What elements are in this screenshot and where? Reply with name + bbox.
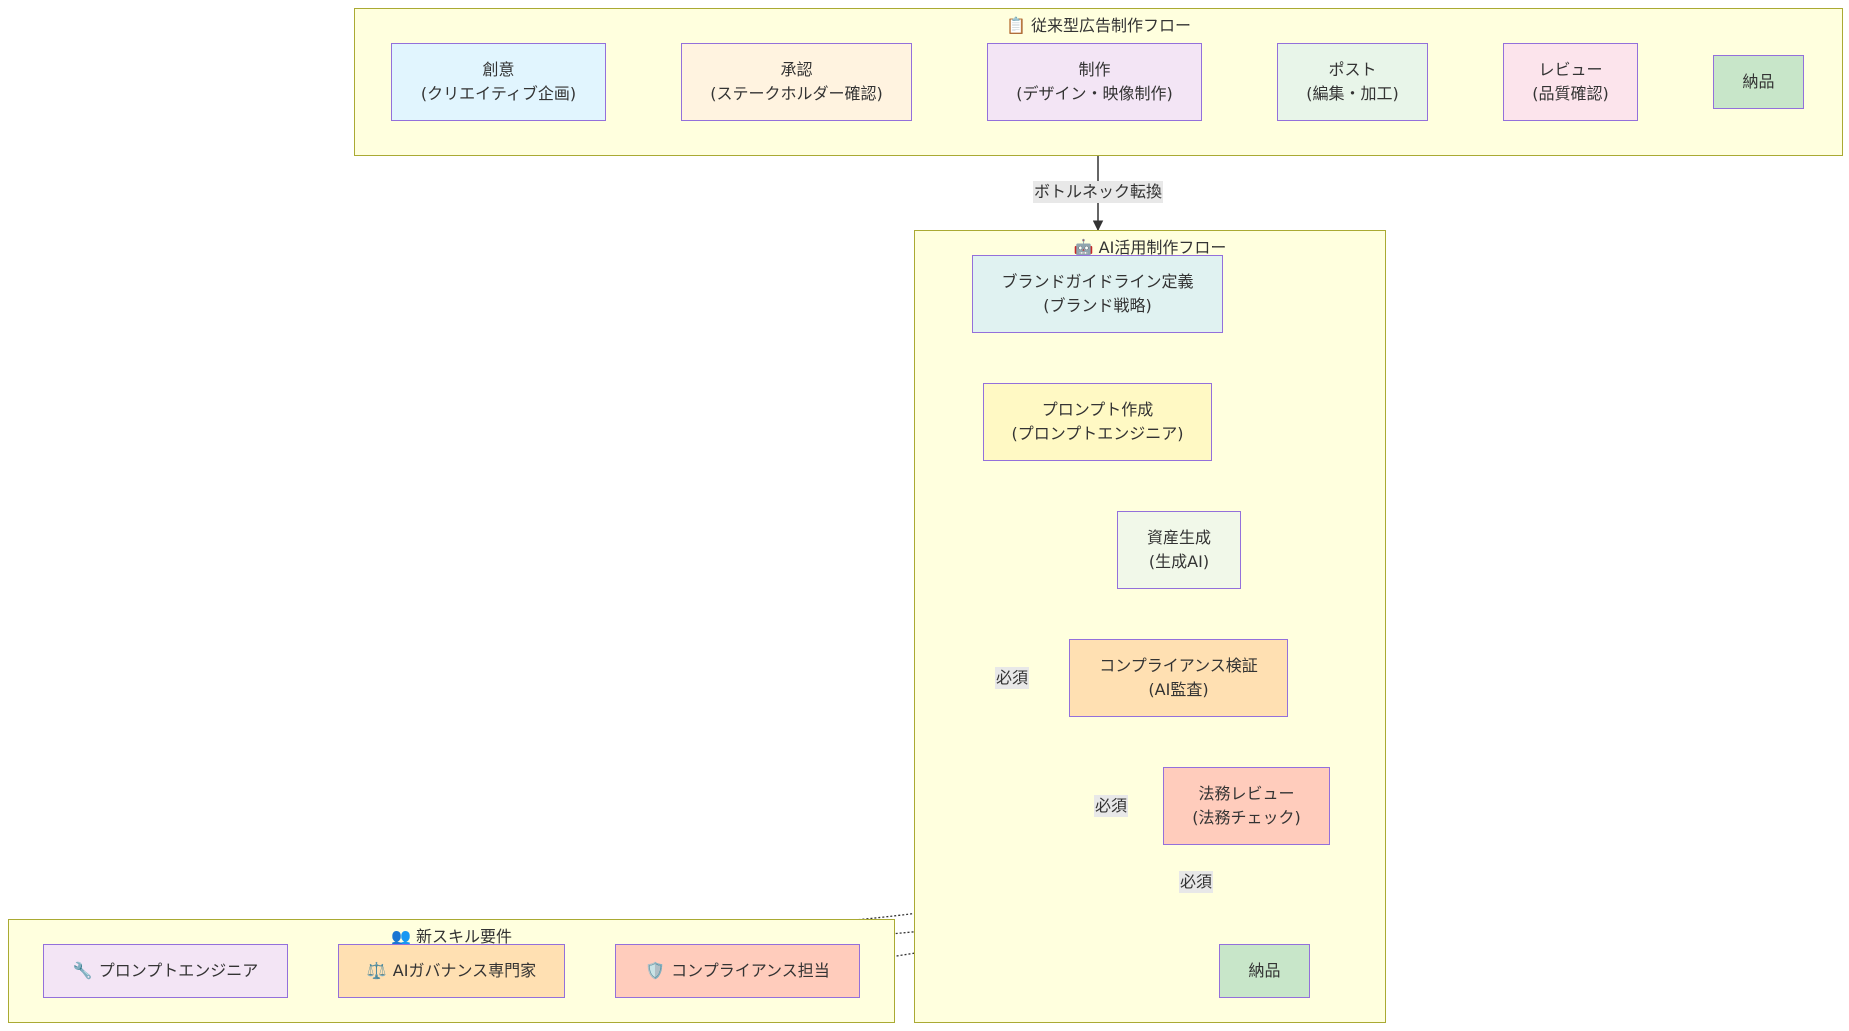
- node-label: 納品: [1248, 961, 1281, 980]
- edge-label-required-prompt: 必須: [994, 667, 1030, 689]
- node-skill-prompt-engineer[interactable]: 🔧 プロンプトエンジニア: [43, 944, 288, 998]
- robot-icon: 🤖: [1073, 238, 1094, 257]
- node-label: 承認: [780, 60, 813, 79]
- node-label: レビュー: [1538, 60, 1603, 79]
- node-sublabel: (ステークホルダー確認): [710, 84, 883, 103]
- node-ai-compliance-check[interactable]: コンプライアンス検証 (AI監査): [1069, 639, 1288, 717]
- node-trad-approval[interactable]: 承認 (ステークホルダー確認): [681, 43, 912, 121]
- node-ai-delivery[interactable]: 納品: [1219, 944, 1310, 998]
- node-sublabel: (デザイン・映像制作): [1016, 84, 1173, 103]
- node-label: 創意: [482, 60, 515, 79]
- cluster-ai-flow: 🤖 AI活用制作フロー: [914, 230, 1386, 1023]
- node-ai-asset-generation[interactable]: 資産生成 (生成AI): [1117, 511, 1241, 589]
- node-label: コンプライアンス検証: [1099, 656, 1258, 675]
- node-sublabel: (ブランド戦略): [1043, 296, 1152, 315]
- node-label: プロンプトエンジニア: [98, 961, 259, 980]
- node-sublabel: (クリエイティブ企画): [420, 84, 577, 103]
- node-skill-compliance-officer[interactable]: 🛡️ コンプライアンス担当: [615, 944, 860, 998]
- node-label: プロンプト作成: [1041, 400, 1154, 419]
- clipboard-icon: 📋: [1005, 16, 1026, 35]
- node-label: コンプライアンス担当: [671, 961, 830, 980]
- wrench-icon: 🔧: [72, 961, 93, 980]
- node-label: ポスト: [1328, 60, 1377, 79]
- node-label: AIガバナンス専門家: [392, 961, 537, 980]
- node-label: 納品: [1742, 72, 1775, 91]
- cluster-skills-title-text: 新スキル要件: [416, 927, 513, 946]
- node-sublabel: (プロンプトエンジニア): [1011, 424, 1184, 443]
- edge-label-bottleneck: ボトルネック転換: [1032, 181, 1164, 203]
- cluster-ai-title-text: AI活用制作フロー: [1098, 238, 1227, 257]
- node-sublabel: (品質確認): [1532, 84, 1609, 103]
- people-icon: 👥: [390, 927, 411, 946]
- node-trad-review[interactable]: レビュー (品質確認): [1503, 43, 1638, 121]
- cluster-traditional-title: 📋 従来型広告制作フロー: [355, 12, 1842, 36]
- node-label: 資産生成: [1146, 528, 1211, 547]
- node-trad-creative[interactable]: 創意 (クリエイティブ企画): [391, 43, 606, 121]
- node-ai-legal-review[interactable]: 法務レビュー (法務チェック): [1163, 767, 1330, 845]
- cluster-skills-title: 👥 新スキル要件: [9, 923, 894, 947]
- node-trad-post[interactable]: ポスト (編集・加工): [1277, 43, 1428, 121]
- node-sublabel: (編集・加工): [1306, 84, 1399, 103]
- node-label: ブランドガイドライン定義: [1001, 272, 1194, 291]
- node-label: 法務レビュー: [1198, 784, 1295, 803]
- node-trad-delivery[interactable]: 納品: [1713, 55, 1804, 109]
- node-ai-brand-guideline[interactable]: ブランドガイドライン定義 (ブランド戦略): [972, 255, 1223, 333]
- edge-label-required-legal: 必須: [1178, 871, 1214, 893]
- shield-icon: 🛡️: [645, 961, 666, 980]
- node-sublabel: (AI監査): [1148, 680, 1209, 699]
- node-sublabel: (法務チェック): [1192, 808, 1301, 827]
- node-skill-ai-governance[interactable]: ⚖️ AIガバナンス専門家: [338, 944, 565, 998]
- cluster-ai-title: 🤖 AI活用制作フロー: [915, 234, 1385, 258]
- node-trad-production[interactable]: 制作 (デザイン・映像制作): [987, 43, 1202, 121]
- cluster-traditional-title-text: 従来型広告制作フロー: [1031, 16, 1192, 35]
- node-ai-prompt[interactable]: プロンプト作成 (プロンプトエンジニア): [983, 383, 1212, 461]
- scales-icon: ⚖️: [366, 961, 387, 980]
- edge-label-required-compliance: 必須: [1093, 795, 1129, 817]
- node-label: 制作: [1078, 60, 1111, 79]
- node-sublabel: (生成AI): [1148, 552, 1210, 571]
